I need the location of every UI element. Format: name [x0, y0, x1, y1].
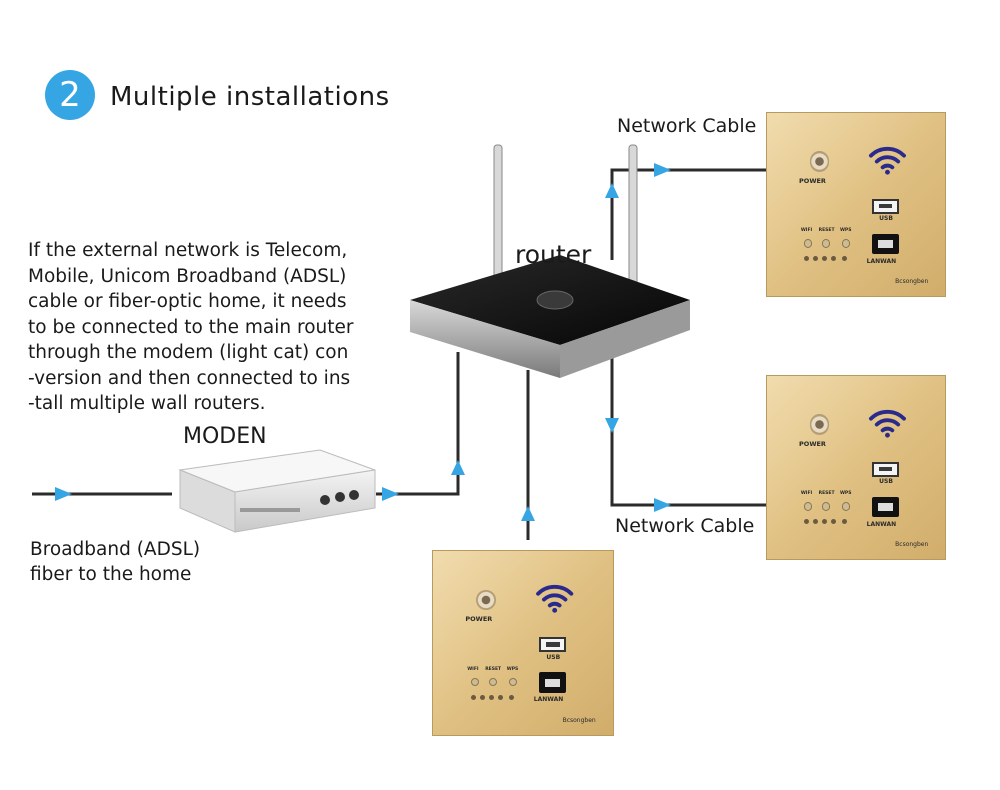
broadband-label-line: Broadband (ADSL) — [30, 539, 201, 560]
status-led-icon — [470, 694, 476, 700]
description-line: to be connected to the main router — [28, 316, 354, 338]
network-wires — [32, 168, 766, 540]
power-label: POWER — [465, 615, 493, 624]
arrow-right-icon — [382, 487, 399, 501]
panel-button — [804, 502, 813, 511]
usb-port-icon — [872, 462, 899, 477]
main-router-device — [410, 144, 690, 378]
arrow-down-icon — [605, 183, 619, 198]
lan-port-icon — [872, 496, 899, 517]
status-led-icon — [831, 518, 837, 524]
arrow-down-icon — [605, 418, 619, 433]
reset-button-label: RESET — [818, 228, 835, 234]
router-to-right-panel-wire — [610, 330, 766, 507]
description-line: -tall multiple wall routers. — [28, 393, 266, 414]
wifi-button-label: WIFI — [800, 228, 813, 234]
status-led-icon — [813, 518, 819, 524]
router-to-top-panel-wire — [610, 168, 766, 260]
lanwan-label: LANWAN — [866, 257, 897, 265]
brand-label: Bcsongben — [895, 277, 929, 285]
lanwan-label: LANWAN — [533, 696, 564, 704]
wifi-button-label: WIFI — [467, 666, 479, 672]
power-button-icon — [809, 151, 830, 172]
broadband-label: Broadband (ADSL) fiber to the home — [30, 537, 200, 587]
panel-button — [488, 677, 497, 687]
usb-port-icon — [872, 199, 899, 214]
wps-button-label: WPS — [506, 666, 519, 672]
panel-button — [822, 239, 831, 248]
panel-button — [470, 677, 479, 687]
arrow-up-icon — [451, 460, 465, 475]
status-led-icon — [804, 518, 810, 524]
arrow-right-icon — [654, 163, 671, 177]
status-led-icon — [479, 694, 485, 700]
status-led-icon — [841, 255, 847, 261]
wall-router-panel: POWER USB LANWAN WIFI RESET WPS Bcsongben — [766, 375, 946, 560]
panel-button — [804, 239, 813, 248]
network-cable-label: Network Cable — [617, 115, 757, 137]
description-line: Mobile, Unicom Broadband (ADSL) — [28, 265, 347, 287]
wall-router-panel: POWER USB LANWAN WIFI RESET WPS Bcsongben — [432, 550, 614, 736]
modem-device — [178, 449, 376, 533]
usb-label: USB — [546, 654, 561, 662]
status-led-icon — [831, 255, 837, 261]
reset-button-label: RESET — [485, 666, 502, 672]
page-title: Multiple installations — [110, 82, 390, 112]
arrow-right-icon — [55, 487, 72, 501]
modem-to-router-wire — [376, 352, 460, 496]
wifi-icon — [868, 146, 906, 175]
arrow-right-icon — [654, 498, 671, 512]
network-cable-label: Network Cable — [615, 515, 755, 537]
panel-button — [508, 677, 517, 687]
power-label: POWER — [799, 440, 826, 449]
wifi-icon — [535, 585, 574, 614]
lan-port-icon — [872, 233, 899, 254]
wall-router-panel: POWER USB LANWAN WIFI RESET WPS Bcsongben — [766, 112, 946, 297]
wps-button-label: WPS — [839, 228, 852, 234]
panel-button — [822, 502, 831, 511]
wifi-button-label: WIFI — [800, 491, 813, 497]
wifi-icon — [868, 409, 906, 438]
status-led-icon — [488, 694, 494, 700]
status-led-icon — [508, 694, 514, 700]
description-line: through the modem (light cat) con — [28, 342, 349, 363]
lan-port-icon — [539, 672, 567, 693]
usb-label: USB — [879, 478, 893, 486]
router-antenna — [493, 144, 503, 296]
brand-label: Bcsongben — [895, 540, 929, 548]
status-led-icon — [841, 518, 847, 524]
description-text: If the external network is Telecom, Mobi… — [28, 238, 408, 417]
status-led-icon — [813, 255, 819, 261]
flow-arrows — [55, 163, 671, 521]
arrow-up-icon — [521, 506, 535, 521]
panel-button — [841, 239, 850, 248]
usb-port-icon — [539, 637, 567, 653]
usb-label: USB — [879, 215, 893, 223]
description-line: cable or fiber-optic home, it needs — [28, 291, 347, 312]
reset-button-label: RESET — [818, 491, 835, 497]
wps-button-label: WPS — [839, 491, 852, 497]
panel-button — [841, 502, 850, 511]
step-number-badge: 2 — [45, 70, 95, 120]
power-button-icon — [476, 589, 496, 610]
status-led-icon — [822, 255, 828, 261]
status-led-icon — [804, 255, 810, 261]
description-line: -version and then connected to ins — [28, 367, 351, 389]
status-led-icon — [497, 694, 503, 700]
power-button-icon — [809, 414, 830, 435]
description-line: If the external network is Telecom, — [28, 240, 348, 261]
broadband-label-line: fiber to the home — [30, 564, 192, 585]
brand-label: Bcsongben — [562, 716, 596, 724]
router-label: router — [515, 240, 592, 269]
lanwan-label: LANWAN — [866, 520, 897, 528]
power-label: POWER — [799, 177, 826, 186]
status-led-icon — [822, 518, 828, 524]
modem-label: MODEN — [183, 424, 267, 449]
